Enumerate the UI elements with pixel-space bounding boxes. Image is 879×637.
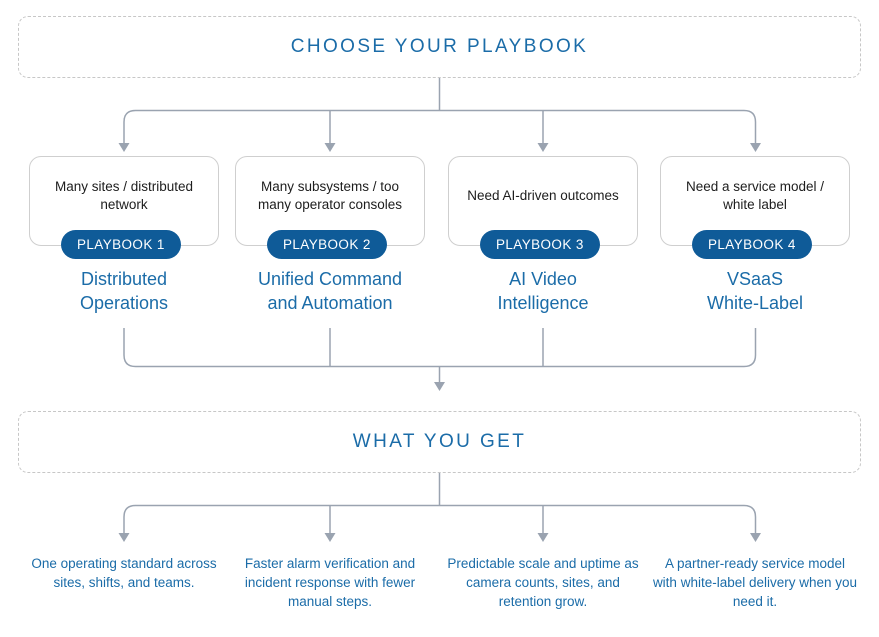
arrow-down-icon-8 [750, 533, 761, 542]
arrow-down-icon-7 [537, 533, 549, 542]
playbook-badge-3[interactable]: PLAYBOOK 3 [480, 230, 600, 259]
what-you-get-title: WHAT YOU GET [352, 431, 527, 452]
benefit-text-4: A partner-ready service model with white… [652, 556, 858, 610]
choose-your-playbook-title: CHOOSE YOUR PLAYBOOK [290, 36, 589, 57]
playbook-card-2[interactable]: Many subsystems / too many operator cons… [235, 156, 425, 246]
playbook-badge-2[interactable]: PLAYBOOK 2 [267, 230, 387, 259]
arrow-down-icon-3 [537, 143, 549, 152]
arrow-down-icon-5 [118, 533, 130, 542]
benefit-text-3: Predictable scale and uptime as camera c… [447, 556, 639, 610]
arrow-down-icon-6 [324, 533, 336, 542]
bottom-fanout-bus [123, 504, 757, 533]
playbook-name-3: AI Video Intelligence [497, 269, 589, 313]
playbook-name-4: VSaaS White-Label [706, 269, 804, 313]
playbook-condition-2: Many subsystems / too many operator cons… [257, 178, 403, 212]
arrow-down-icon-4 [750, 143, 761, 152]
playbook-badge-1[interactable]: PLAYBOOK 1 [61, 230, 181, 259]
arrow-down-icon-1 [118, 143, 130, 152]
playbook-condition-1: Many sites / distributed network [54, 178, 194, 212]
top-fanout-bus [123, 109, 757, 143]
arrow-down-icon-merge [434, 382, 445, 391]
playbook-card-1[interactable]: Many sites / distributed network [29, 156, 219, 246]
what-you-get-banner: WHAT YOU GET [18, 411, 861, 473]
playbook-badge-4[interactable]: PLAYBOOK 4 [692, 230, 812, 259]
choose-your-playbook-banner: CHOOSE YOUR PLAYBOOK [18, 16, 861, 78]
merge-bus [123, 328, 757, 368]
playbook-condition-3: Need AI-driven outcomes [467, 187, 619, 203]
playbook-name-1: Distributed Operations [79, 269, 169, 313]
benefit-text-2: Faster alarm verification and incident r… [244, 556, 416, 610]
arrow-down-icon-2 [324, 143, 336, 152]
benefit-text-1: One operating standard across sites, shi… [31, 556, 217, 591]
playbook-name-2: Unified Command and Automation [257, 269, 403, 313]
playbook-condition-4: Need a service model / white label [685, 178, 825, 212]
